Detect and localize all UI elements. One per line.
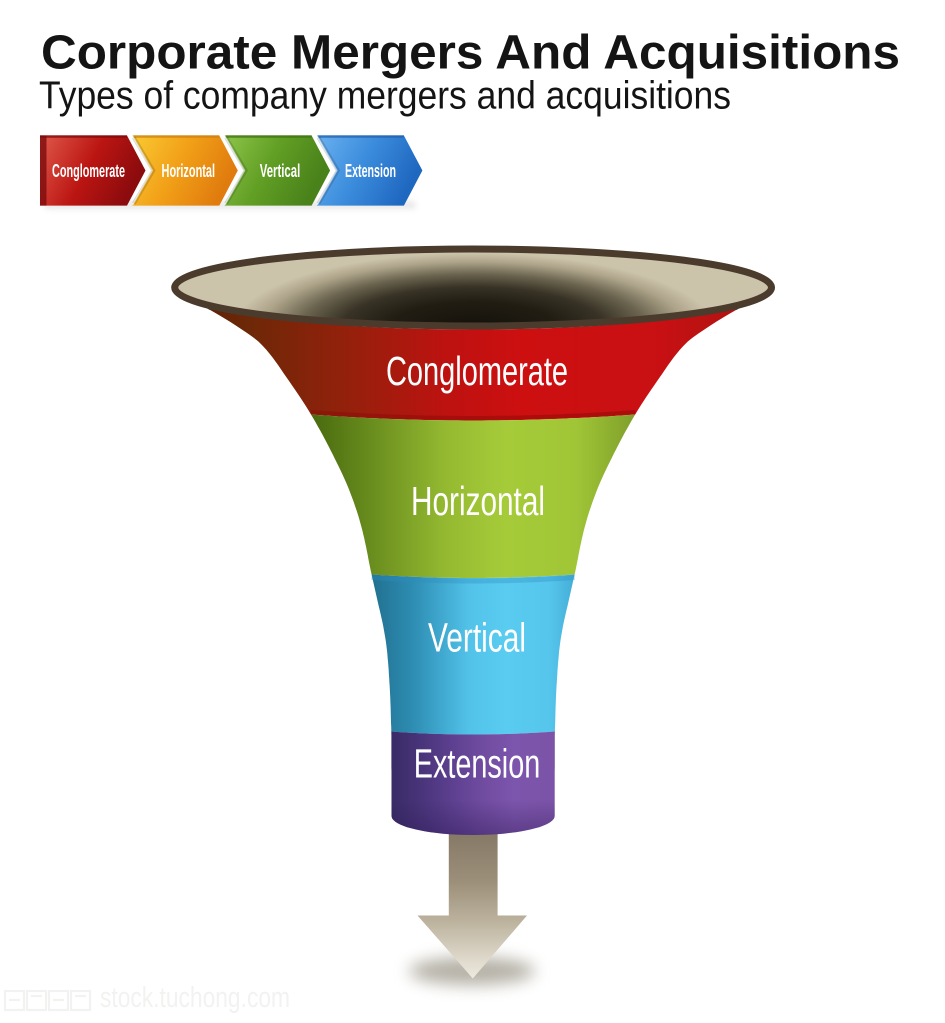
svg-text:Vertical: Vertical — [428, 615, 526, 661]
svg-text:Types of company mergers and a: Types of company mergers and acquisition… — [39, 75, 731, 118]
svg-text:Extension: Extension — [345, 160, 396, 181]
svg-text:Corporate Mergers And Acquisit: Corporate Mergers And Acquisitions — [41, 27, 900, 80]
svg-text:Conglomerate: Conglomerate — [386, 348, 568, 394]
svg-text:Horizontal: Horizontal — [411, 478, 545, 524]
svg-text:Conglomerate: Conglomerate — [52, 160, 125, 181]
svg-text:Vertical: Vertical — [260, 160, 301, 181]
svg-text:stock.tuchong.com: stock.tuchong.com — [100, 982, 290, 1014]
svg-text:Extension: Extension — [414, 741, 541, 787]
svg-text:Horizontal: Horizontal — [162, 160, 216, 181]
